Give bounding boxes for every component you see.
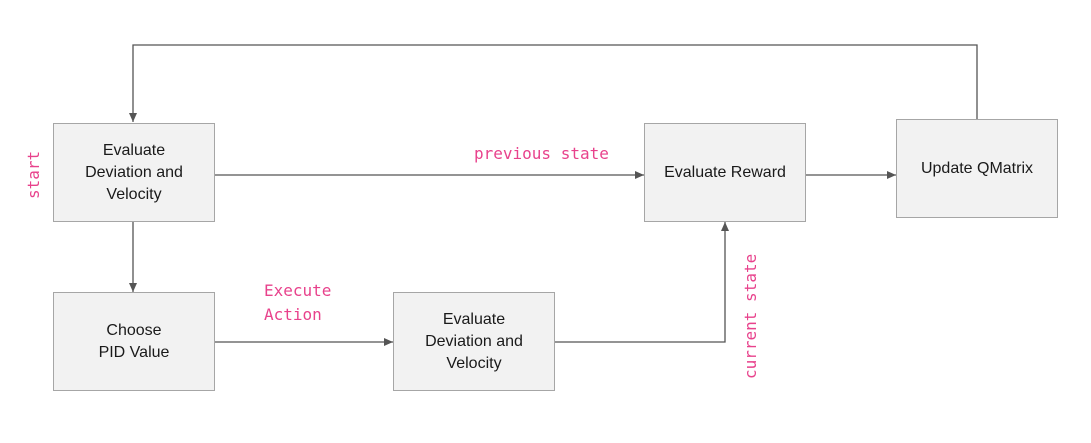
update-qmatrix-box: Update QMatrix xyxy=(896,119,1058,218)
loop-back-connector xyxy=(129,44,978,122)
evaluate-deviation-velocity-box: Evaluate Deviation and Velocity xyxy=(53,123,215,222)
evaluate-reward-box: Evaluate Reward xyxy=(644,123,806,222)
previous-state-label: previous state xyxy=(474,144,609,163)
evaluate-deviation-velocity-box-2: Evaluate Deviation and Velocity xyxy=(393,292,555,391)
current-state-label: current state xyxy=(741,253,760,379)
current-state-connector xyxy=(555,222,729,343)
execute-action-label: Execute Action xyxy=(264,281,332,324)
choose-pid-value-box: Choose PID Value xyxy=(53,292,215,391)
start-label: start xyxy=(24,150,43,199)
